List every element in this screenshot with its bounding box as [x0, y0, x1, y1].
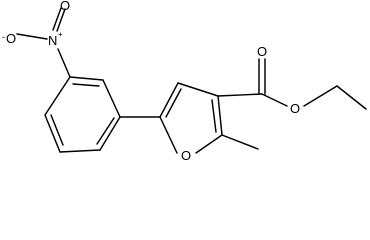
benzene-double-inner-1 — [72, 83, 100, 87]
benzene-ring — [44, 76, 121, 153]
furan-o-c5 — [159, 116, 178, 154]
bond-n-to-ring — [57, 48, 71, 78]
benzene-bond-3 — [99, 116, 121, 151]
chemical-structure-drawing: - O N + O O O O — [2, 0, 367, 163]
furan-o-label: O — [181, 148, 191, 163]
furan-c4-c3 — [177, 82, 219, 97]
bond-carbonyl-to-ester-o — [261, 93, 288, 107]
benzene-bond-1 — [69, 76, 104, 81]
ester-o-label: O — [290, 101, 300, 116]
nitro-group-bonds — [16, 7, 71, 78]
bond-ethyl-ch2-ch3 — [336, 85, 367, 110]
bond-methyl — [221, 134, 259, 150]
furan-c5-c4-double — [165, 88, 182, 118]
nitro-n-charge: + — [58, 30, 63, 39]
benzene-double-inner-3 — [50, 114, 64, 146]
benzene-double-inner-2 — [96, 117, 115, 145]
carbonyl-o-label: O — [257, 44, 267, 59]
nitro-n-label: N — [48, 33, 57, 48]
benzene-bond-5 — [44, 114, 61, 153]
nitro-o-minus-label: O — [6, 31, 16, 46]
furan-ring — [159, 82, 223, 154]
bond-n-to-o-inner — [56, 8, 66, 32]
furan-c3-c2 — [217, 95, 223, 136]
bond-ester-o-to-ch2 — [303, 85, 338, 107]
bond-ring-to-carbonyl — [217, 93, 263, 97]
furan-c5-c4 — [159, 82, 179, 118]
benzene-bond-4 — [59, 149, 101, 153]
benzene-bond-2 — [102, 79, 121, 118]
nitro-o-label: O — [60, 0, 70, 13]
bond-o-minus-to-n — [16, 33, 48, 40]
nitro-o-minus-charge: - — [2, 32, 5, 42]
bond-n-to-o-outer — [52, 7, 62, 31]
furan-c2-o — [195, 134, 223, 154]
benzene-bond-6 — [44, 76, 71, 116]
ester-group — [217, 58, 367, 110]
furan-c3-c2-double — [211, 99, 217, 133]
